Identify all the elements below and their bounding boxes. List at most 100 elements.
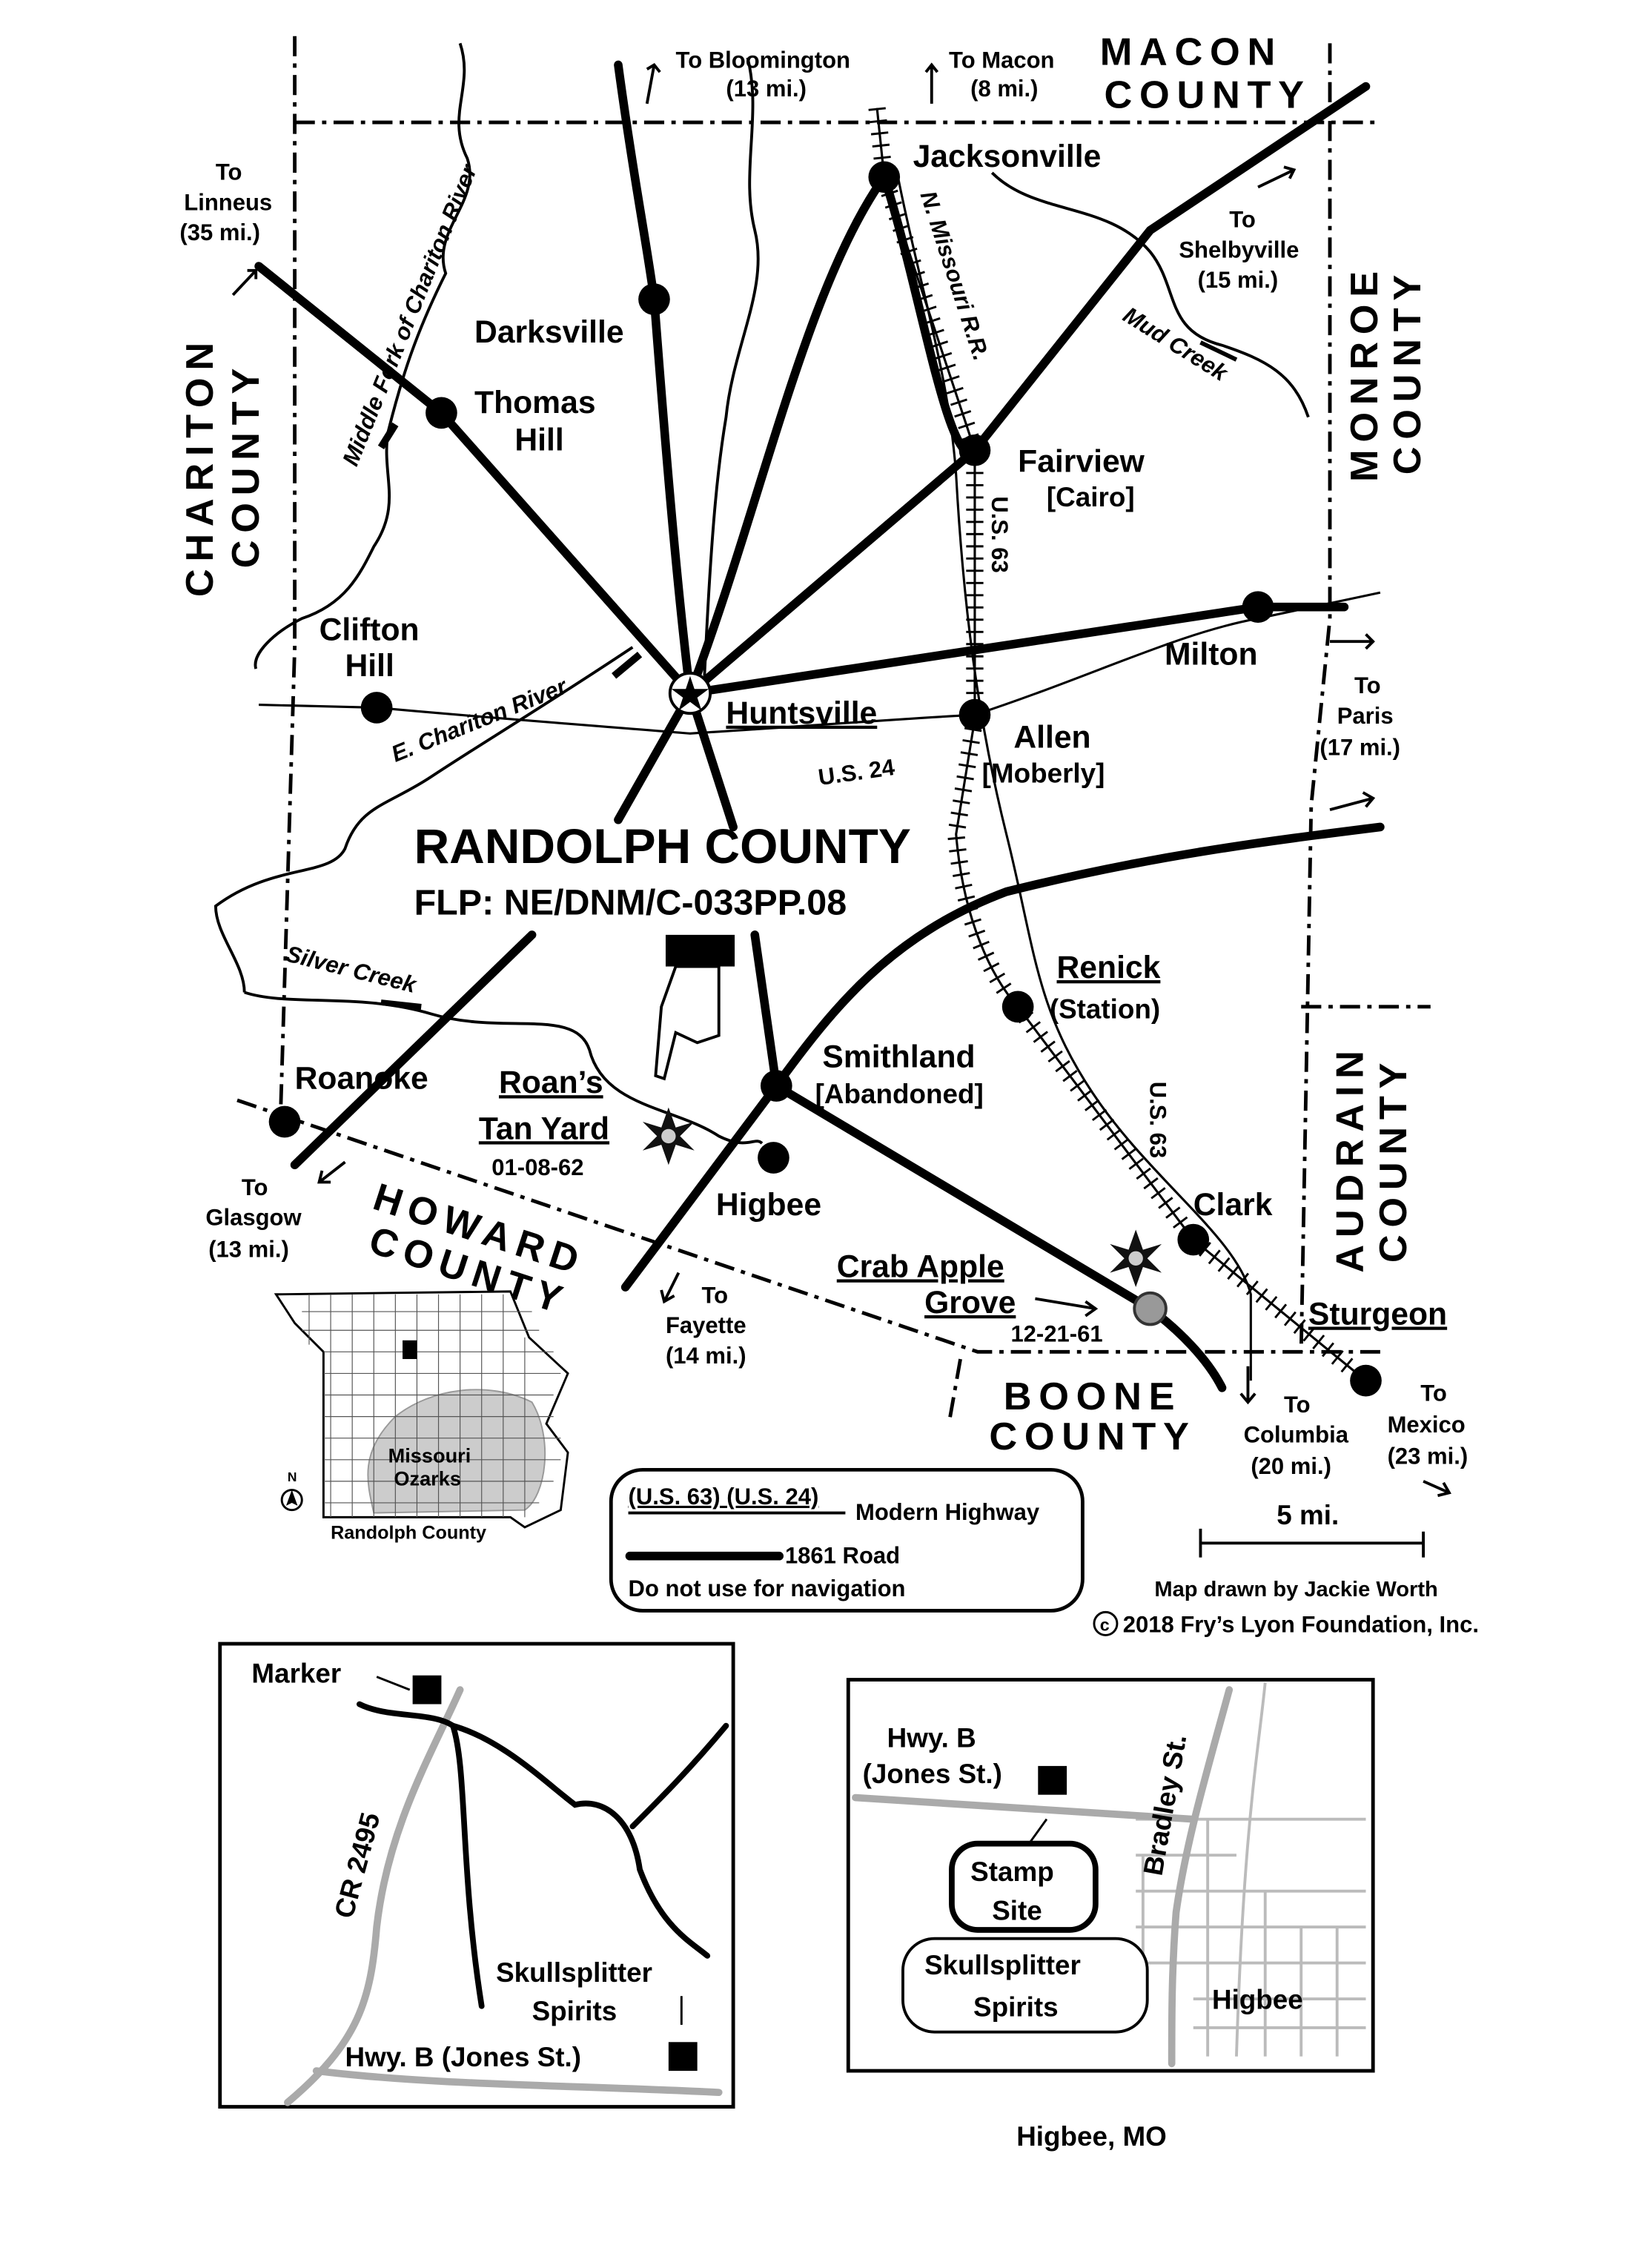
legend-modern-highway: Modern Highway — [855, 1499, 1040, 1525]
town-dot-clifton-hill[interactable] — [360, 692, 393, 724]
site-date-crab-apple: 12-21-61 — [1010, 1321, 1102, 1347]
town-dot-renick[interactable] — [1001, 991, 1034, 1023]
dir-shelbyville-dist: (15 mi.) — [1198, 267, 1279, 293]
dir-linneus-dist: (35 mi.) — [179, 219, 260, 245]
town-label-higbee: Higbee — [716, 1187, 821, 1223]
town-dot-fairview[interactable] — [958, 434, 991, 466]
legend-1861-road: 1861 Road — [785, 1542, 900, 1568]
marker-location-icon[interactable] — [1038, 1765, 1067, 1795]
county-borders — [236, 36, 1431, 1424]
copyright-icon: c — [1093, 1610, 1119, 1636]
randolph-county-highlight — [403, 1340, 417, 1360]
copyright-text: 2018 Fry’s Lyon Foundation, Inc. — [1123, 1612, 1479, 1638]
map-code: FLP: NE/DNM/C-033PP.08 — [414, 883, 847, 923]
town-dot-roanoke[interactable] — [268, 1105, 301, 1138]
ozarks-label: Missouri — [388, 1444, 471, 1467]
town-dot-milton[interactable] — [1242, 591, 1274, 624]
site-label-tan-yard: Roan’s — [499, 1065, 603, 1100]
dir-paris-to: To — [1354, 672, 1381, 698]
dir-macon: To Macon — [949, 47, 1054, 73]
dir-mexico-to: To — [1420, 1380, 1447, 1406]
dir-shelbyville: Shelbyville — [1179, 237, 1299, 262]
rivers — [213, 42, 1310, 1145]
town-label-renick: Renick — [1057, 950, 1161, 985]
town-label-fairview: Fairview — [1018, 443, 1145, 479]
town-label-huntsville: Huntsville — [726, 695, 877, 731]
map-title: RANDOLPH COUNTY — [414, 819, 911, 873]
dir-linneus: Linneus — [184, 189, 272, 215]
town-dot-clark[interactable] — [1177, 1223, 1210, 1256]
town-dot-higbee[interactable] — [758, 1142, 789, 1174]
dir-linneus-to: To — [216, 159, 242, 185]
town-labels: Jacksonville Darksville Thomas Hill Fair… — [295, 139, 1448, 1347]
stamp-site-label: Site — [992, 1895, 1042, 1925]
scale-label: 5 mi. — [1277, 1500, 1339, 1530]
highway-label-hwy-b: Hwy. B — [887, 1723, 976, 1753]
business-box[interactable] — [901, 1937, 1149, 2034]
burst-icon — [642, 1107, 695, 1166]
inset-map-marker: Marker CR 2495 Skullsplitter Spirits Hwy… — [218, 1642, 735, 2109]
town-dot-sturgeon[interactable] — [1350, 1364, 1382, 1397]
town-label-thomas-hill: Hill — [514, 422, 563, 457]
dir-fayette: Fayette — [666, 1312, 746, 1338]
town-dot-allen[interactable] — [958, 698, 991, 731]
highway-label-us63: U.S. 63 — [987, 496, 1013, 572]
town-label-clark: Clark — [1193, 1187, 1273, 1223]
town-label-clifton-hill: Hill — [345, 648, 394, 684]
county-label-macon: COUNTY — [1105, 74, 1311, 117]
dir-fayette-dist: (14 mi.) — [666, 1343, 746, 1369]
county-label-boone: BOONE — [1004, 1375, 1182, 1418]
county-seat-star-icon[interactable] — [668, 671, 712, 715]
highway-label-hwy-b: Hwy. B (Jones St.) — [345, 2042, 581, 2072]
site-label-crab-apple: Crab Apple — [837, 1249, 1004, 1284]
dir-columbia-dist: (20 mi.) — [1251, 1453, 1331, 1479]
dir-glasgow-to: To — [242, 1174, 268, 1200]
highway-label-us63: U.S. 63 — [1145, 1082, 1171, 1158]
business-location-icon[interactable] — [668, 2042, 698, 2072]
site-dot-crab-apple-grove[interactable] — [1133, 1291, 1168, 1326]
legend-warning: Do not use for navigation — [629, 1576, 906, 1601]
ozarks-label: Ozarks — [394, 1467, 461, 1490]
direction-arrows — [231, 62, 1451, 1498]
town-label-allen: Allen — [1013, 720, 1090, 756]
pointing-hand-icon — [654, 934, 735, 1081]
site-label-crab-apple: Grove — [924, 1285, 1016, 1320]
town-label-roanoke: Roanoke — [295, 1060, 428, 1096]
county-label-chariton: CHARITON — [179, 335, 222, 597]
scale-bar: 5 mi. — [1199, 1500, 1426, 1558]
dir-macon-dist: (8 mi.) — [970, 76, 1038, 102]
roads-1861 — [254, 60, 1385, 1392]
county-label-chariton: COUNTY — [225, 361, 268, 568]
business-label: Skullsplitter — [496, 1957, 652, 1988]
town-dot-smithland[interactable] — [760, 1070, 792, 1102]
county-label-monroe: MONROE — [1343, 264, 1386, 482]
town-dot-thomas-hill[interactable] — [426, 397, 457, 429]
north-label: N — [288, 1469, 297, 1484]
dir-paris-dist: (17 mi.) — [1320, 734, 1400, 760]
business-label: Spirits — [532, 1996, 617, 2026]
dir-columbia: Columbia — [1244, 1422, 1349, 1448]
marker-location-icon[interactable] — [412, 1675, 442, 1705]
town-dot-darksville[interactable] — [638, 283, 670, 315]
author-credit: Map drawn by Jackie Worth — [1154, 1578, 1437, 1601]
town-label-thomas-hill: Thomas — [474, 385, 596, 420]
stamp-site-label: Stamp — [970, 1857, 1054, 1887]
town-dot-jacksonville[interactable] — [868, 161, 901, 194]
county-label-audrain: COUNTY — [1372, 1056, 1415, 1263]
town-markers — [268, 161, 1382, 1397]
missouri-locator-map: Missouri Ozarks N Randolph County — [274, 1290, 569, 1543]
copyright-symbol: c — [1100, 1616, 1110, 1635]
inset-map-higbee: Hwy. B (Jones St.) Stamp Site Skullsplit… — [846, 1678, 1375, 2073]
dir-glasgow-dist: (13 mi.) — [208, 1236, 289, 1262]
town-label-higbee-inset: Higbee — [1212, 1985, 1303, 2015]
burst-icon — [1110, 1229, 1162, 1288]
stamp-site-box[interactable] — [949, 1840, 1099, 1933]
county-label-boone: COUNTY — [989, 1415, 1196, 1458]
town-label-allen-alt: [Moberly] — [982, 758, 1105, 788]
site-date-tan-yard: 01-08-62 — [491, 1154, 583, 1180]
town-label-darksville: Darksville — [474, 314, 624, 350]
business-label: Skullsplitter — [924, 1950, 1081, 1980]
town-label-jacksonville: Jacksonville — [913, 139, 1102, 174]
dir-glasgow: Glasgow — [205, 1205, 302, 1231]
